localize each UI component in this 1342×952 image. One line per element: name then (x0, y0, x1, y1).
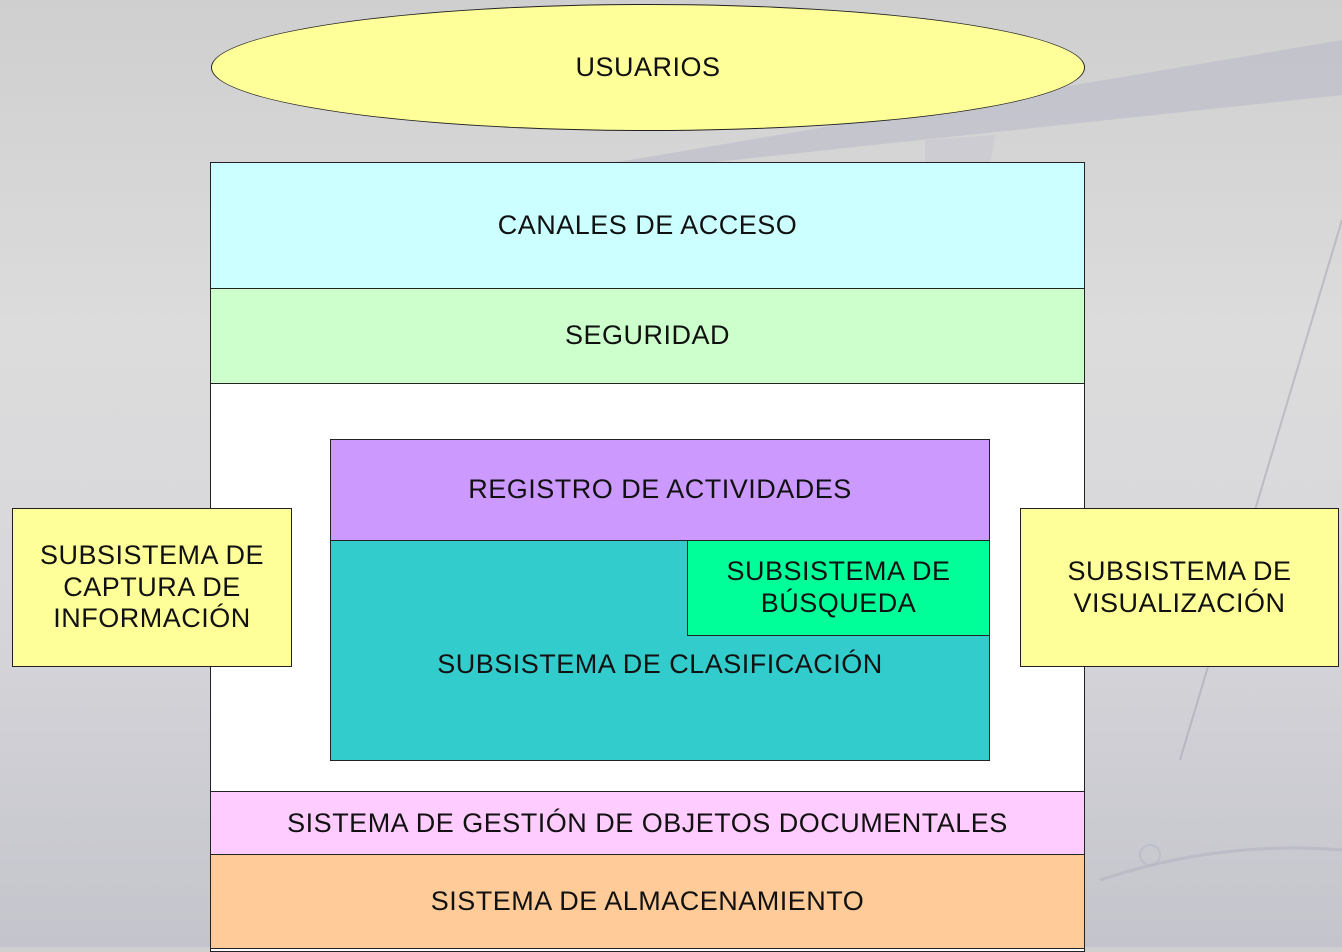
canales-label: CANALES DE ACCESO (497, 210, 798, 241)
registro-label: REGISTRO DE ACTIVIDADES (468, 474, 852, 505)
captura-label: SUBSISTEMA DE CAPTURA DE INFORMACIÓN (39, 540, 265, 634)
busqueda-label: SUBSISTEMA DE BÚSQUEDA (726, 556, 951, 618)
seguridad-label: SEGURIDAD (564, 320, 731, 351)
usuarios-node: USUARIOS (211, 4, 1085, 131)
registro-actividades-box: REGISTRO DE ACTIVIDADES (330, 439, 990, 541)
gestion-label: SISTEMA DE GESTIÓN DE OBJETOS DOCUMENTAL… (287, 807, 1008, 838)
almacenamiento-layer: SISTEMA DE ALMACENAMIENTO (210, 854, 1085, 949)
gestion-objetos-layer: SISTEMA DE GESTIÓN DE OBJETOS DOCUMENTAL… (210, 791, 1085, 856)
clasificacion-label: SUBSISTEMA DE CLASIFICACIÓN (437, 649, 883, 679)
visualizacion-box: SUBSISTEMA DE VISUALIZACIÓN (1020, 508, 1339, 667)
seguridad-layer: SEGURIDAD (210, 288, 1085, 384)
almacenamiento-label: SISTEMA DE ALMACENAMIENTO (430, 885, 865, 916)
usuarios-label: USUARIOS (575, 52, 721, 82)
captura-box: SUBSISTEMA DE CAPTURA DE INFORMACIÓN (12, 508, 292, 667)
canales-de-acceso-layer: CANALES DE ACCESO (210, 162, 1085, 290)
busqueda-box: SUBSISTEMA DE BÚSQUEDA (687, 540, 990, 636)
visualizacion-label: SUBSISTEMA DE VISUALIZACIÓN (1067, 555, 1292, 618)
